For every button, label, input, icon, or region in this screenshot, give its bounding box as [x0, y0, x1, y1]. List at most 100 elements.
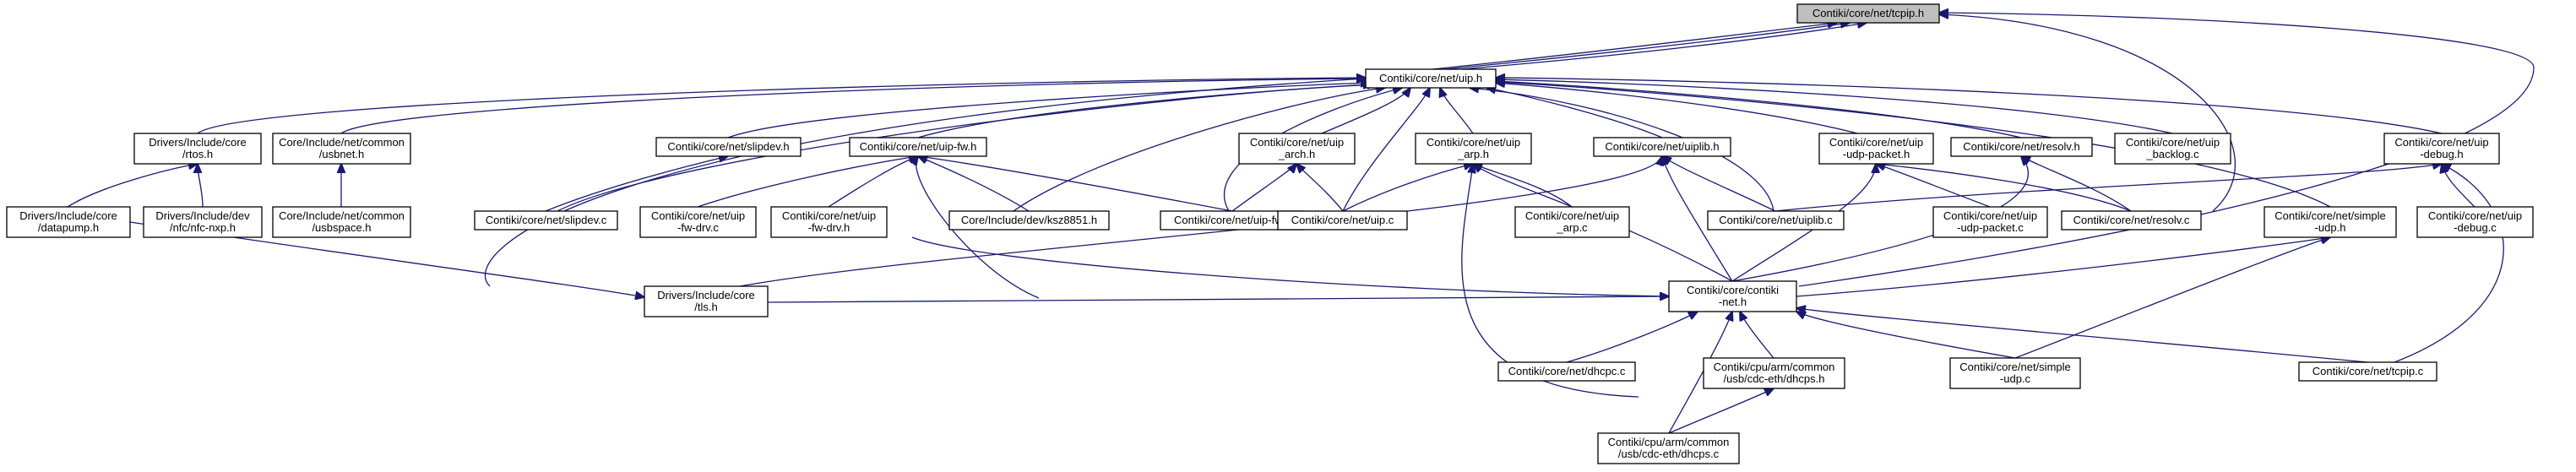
node-label: Contiki/core/net/resolv.h: [1963, 140, 2080, 153]
file-node-uipudppacket-h[interactable]: Contiki/core/net/uip-udp-packet.h: [1818, 133, 1934, 165]
node-label: Contiki/core/net/resolv.c: [2073, 214, 2190, 226]
node-label: /usbnet.h: [319, 148, 365, 160]
file-node-uip-c[interactable]: Contiki/core/net/uip.c: [1277, 210, 1408, 231]
dependency-edge: [1798, 13, 2535, 287]
file-node-slipdev-c[interactable]: Contiki/core/net/slipdev.c: [474, 210, 618, 231]
node-label: -net.h: [1719, 296, 1747, 308]
node-box: [948, 210, 1110, 231]
file-node-tls-h[interactable]: Drivers/Include/core/tls.h: [644, 285, 769, 317]
node-box: [639, 206, 757, 238]
dependency-edge: [1496, 79, 2173, 134]
file-node-simpleudp-c[interactable]: Contiki/core/net/simple-udp.c: [1949, 357, 2081, 389]
file-node-uiparp-h[interactable]: Contiki/core/net/uip_arp.h: [1415, 133, 1532, 165]
file-node-slipdev-h[interactable]: Contiki/core/net/slipdev.h: [655, 137, 802, 157]
dependency-edge: [1496, 82, 2331, 208]
dependency-edge: [67, 164, 198, 208]
dependency-edge: [1662, 156, 1776, 212]
node-label: /nfc/nfc-nxp.h: [170, 221, 236, 234]
file-node-dhcps-h[interactable]: Contiki/cpu/arm/common/usb/cdc-eth/dhcps…: [1703, 357, 1845, 389]
file-node-uiplib-c[interactable]: Contiki/core/net/uiplib.c: [1707, 210, 1845, 231]
node-label: Contiki/core/net/uip.h: [1379, 72, 1482, 84]
dependency-edge: [916, 156, 1040, 299]
file-node-uiparch-h[interactable]: Contiki/core/net/uip_arch.h: [1238, 133, 1356, 165]
file-node-simpleudp-h[interactable]: Contiki/core/net/simple-udp.h: [2264, 206, 2397, 238]
file-node-contikinet-h[interactable]: Contiki/core/contiki-net.h: [1668, 280, 1797, 312]
node-label: Contiki/core/net/uip: [2394, 136, 2488, 149]
dependency-edge: [1774, 164, 2442, 212]
file-node-uipfw-h[interactable]: Contiki/core/net/uip-fw.h: [849, 137, 987, 157]
node-label: /usb/cdc-eth/dhcps.h: [1724, 372, 1825, 385]
dependency-edge: [692, 156, 1662, 297]
file-node-dhcps-c[interactable]: Contiki/cpu/arm/common/usb/cdc-eth/dhcps…: [1597, 432, 1740, 464]
dependency-edge: [1342, 164, 1473, 212]
node-box: [2264, 206, 2397, 238]
node-label: /usb/cdc-eth/dhcps.c: [1618, 448, 1720, 460]
file-node-usbnet-h[interactable]: Core/Include/net/common/usbnet.h: [272, 133, 411, 165]
node-label: Core/Include/dev/ksz8851.h: [961, 214, 1097, 226]
node-label: /datapump.h: [38, 221, 99, 234]
file-node-dhcpc-c[interactable]: Contiki/core/net/dhcpc.c: [1497, 361, 1636, 382]
file-node-fwdrv-c[interactable]: Contiki/core/net/uip-fw-drv.c: [639, 206, 757, 238]
node-box: [2061, 210, 2202, 231]
node-label: Drivers/Include/core: [657, 289, 755, 301]
node-box: [474, 210, 618, 231]
node-box: [1514, 206, 1630, 238]
node-label: Contiki/core/net/uip: [1427, 136, 1520, 149]
file-node-uiplib-h[interactable]: Contiki/core/net/uiplib.h: [1593, 137, 1731, 157]
dependency-edge: [2442, 164, 2475, 208]
node-label: Contiki/core/net/uip-fw.c: [1174, 214, 1291, 226]
dependency-edge: [1876, 164, 2132, 212]
node-label: Contiki/core/net/simple: [1959, 361, 2071, 373]
node-box: [2416, 206, 2534, 238]
node-label: Contiki/core/net/tcpip.h: [1812, 7, 1924, 19]
dependency-edge: [1486, 88, 1663, 138]
node-label: Contiki/core/net/uip: [1829, 136, 1923, 149]
node-box: [6, 206, 131, 238]
node-box: [1238, 133, 1356, 165]
dependency-edge: [1496, 81, 2022, 138]
node-box: [1597, 432, 1740, 464]
dependency-edge: [545, 156, 728, 212]
node-label: Contiki/cpu/arm/common: [1608, 436, 1730, 448]
node-box: [143, 206, 263, 238]
node-label: Contiki/core/net/slipdev.c: [486, 214, 607, 226]
dependency-edge: [1440, 88, 1474, 134]
node-box: [1497, 361, 1636, 382]
node-box: [770, 206, 888, 238]
node-label: -debug.c: [2454, 221, 2497, 234]
dependency-edge: [1566, 312, 1698, 363]
dependency-edge: [1470, 88, 1774, 212]
node-label: Contiki/core/contiki: [1687, 284, 1779, 296]
file-node-resolv-c[interactable]: Contiki/core/net/resolv.c: [2061, 210, 2202, 231]
file-node-udppacket-c[interactable]: Contiki/core/net/uip-udp-packet.c: [1932, 206, 2048, 238]
file-node-ksz-h[interactable]: Core/Include/dev/ksz8851.h: [948, 210, 1110, 231]
file-node-uipdebug-h[interactable]: Contiki/core/net/uip-debug.h: [2383, 133, 2500, 165]
dependency-edge: [1231, 164, 1296, 212]
dependency-edge: [1662, 156, 1733, 282]
file-node-nfcnxp-h[interactable]: Drivers/Include/dev/nfc/nfc-nxp.h: [143, 206, 263, 238]
file-node-tcpip-h[interactable]: Contiki/core/net/tcpip.h: [1796, 3, 1940, 24]
node-box: [272, 133, 411, 165]
file-node-usbspace-h[interactable]: Core/Include/net/common/usbspace.h: [272, 206, 411, 238]
node-box: [644, 285, 769, 317]
dependency-edge: [198, 164, 204, 208]
file-node-fwdrv-h[interactable]: Contiki/core/net/uip-fw-drv.h: [770, 206, 888, 238]
file-node-tcpip-c[interactable]: Contiki/core/net/tcpip.c: [2298, 361, 2437, 382]
node-box: [1703, 357, 1845, 389]
file-node-datapump-h[interactable]: Drivers/Include/core/datapump.h: [6, 206, 131, 238]
file-node-uiparp-c[interactable]: Contiki/core/net/uip_arp.c: [1514, 206, 1630, 238]
dependency-edge: [1432, 23, 1837, 70]
node-label: Drivers/Include/core: [149, 136, 247, 149]
file-node-rtos-h[interactable]: Drivers/Include/core/rtos.h: [133, 133, 262, 165]
file-node-resolv-h[interactable]: Contiki/core/net/resolv.h: [1950, 137, 2093, 157]
file-node-uipdebug-c[interactable]: Contiki/core/net/uip-debug.c: [2416, 206, 2534, 238]
node-label: Contiki/core/net/tcpip.c: [2312, 365, 2424, 377]
node-label: -fw-drv.h: [808, 221, 851, 234]
dependency-edge: [340, 79, 1366, 134]
file-node-backlog-c[interactable]: Contiki/core/net/uip_backlog.c: [2114, 133, 2231, 165]
node-box: [1707, 210, 1845, 231]
node-label: Contiki/core/net/simple: [2274, 209, 2386, 222]
file-node-uip-h[interactable]: Contiki/core/net/uip.h: [1365, 68, 1497, 89]
file-node-uipfw-c[interactable]: Contiki/core/net/uip-fw.c: [1160, 210, 1305, 231]
node-label: Contiki/core/net/uip: [1250, 136, 1344, 149]
